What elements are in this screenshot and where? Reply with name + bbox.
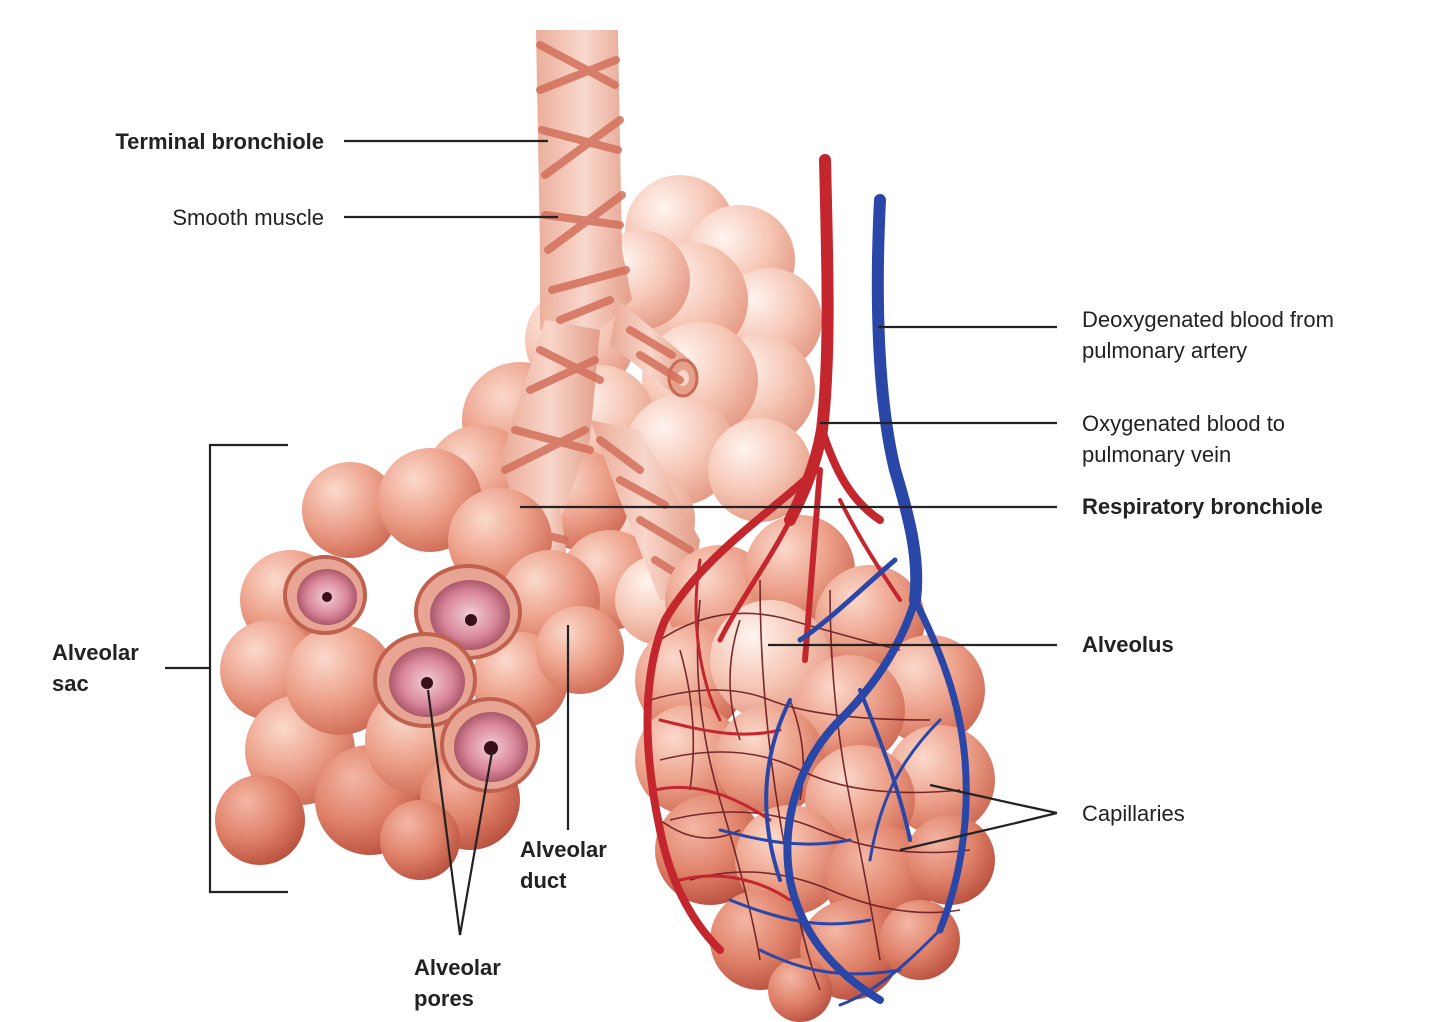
leader-lines xyxy=(165,139,1058,936)
label-smooth-muscle: Smooth muscle xyxy=(172,205,324,230)
label-alveolar-duct-line2: duct xyxy=(520,868,567,893)
label-alveolar-sac-line2: sac xyxy=(52,671,89,696)
label-alveolar-sac: Alveolar sac xyxy=(52,637,139,699)
label-deoxygenated-line2: pulmonary artery xyxy=(1082,338,1248,363)
label-deoxygenated-blood: Deoxygenated blood from pulmonary artery xyxy=(1082,304,1334,366)
label-oxygenated-line2: pulmonary vein xyxy=(1082,442,1232,467)
oxygenated-vessel xyxy=(643,154,902,954)
label-terminal-bronchiole: Terminal bronchiole xyxy=(115,129,324,154)
label-respiratory-bronchiole: Respiratory bronchiole xyxy=(1082,494,1323,519)
label-alveolar-pores: Alveolar pores xyxy=(414,952,501,1014)
label-oxygenated-blood: Oxygenated blood to pulmonary vein xyxy=(1082,408,1285,470)
label-oxygenated-line1: Oxygenated blood to xyxy=(1082,411,1286,436)
label-alveolar-pores-line2: pores xyxy=(414,986,474,1011)
bronchiole-tree xyxy=(500,30,700,630)
leader-alveolar-pores xyxy=(426,689,494,936)
label-alveolar-duct-line1: Alveolar xyxy=(520,837,607,862)
leader-capillaries-b xyxy=(899,811,1058,852)
label-alveolar-pores-line1: Alveolar xyxy=(414,955,501,980)
deoxygenated-vessel xyxy=(718,194,970,1007)
label-capillaries: Capillaries xyxy=(1082,801,1185,826)
label-alveolus: Alveolus xyxy=(1082,632,1174,657)
label-deoxygenated-line1: Deoxygenated blood from xyxy=(1082,307,1334,332)
leader-capillaries-a xyxy=(929,783,1058,815)
label-alveolar-sac-line1: Alveolar xyxy=(52,640,139,665)
alveolar-sac-cluster xyxy=(215,448,624,880)
label-alveolar-duct: Alveolar duct xyxy=(520,834,607,896)
alveolar-pore-openings xyxy=(283,555,540,793)
